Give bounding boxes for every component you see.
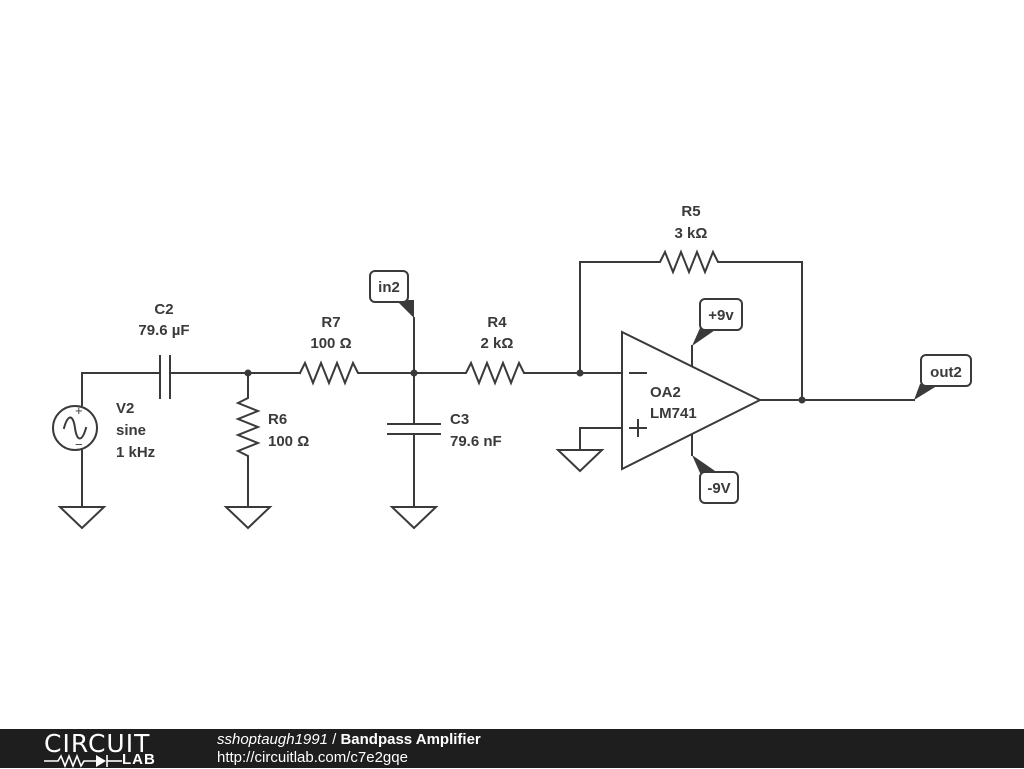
r7-value: 100 Ω [310,335,351,352]
out2-tag-label: out2 [930,364,962,381]
logo-resistor-diode-icon [44,753,122,769]
out2-tag-pointer [914,384,940,400]
out2-tag-box[interactable] [920,354,972,387]
circuit-url-link[interactable]: http://circuitlab.com/c7e2gqe [217,749,408,766]
logo-text-top: CIRCUIT [44,729,151,758]
c3-capacitor[interactable] [387,372,441,508]
v2-sine-source[interactable]: + − [52,372,98,508]
ground-symbol-r6 [223,506,273,530]
oa2-name: OA2 [650,384,681,401]
footer-url-line: http://circuitlab.com/c7e2gqe [217,749,408,767]
r7-resistor[interactable] [298,360,415,386]
c3-name: C3 [450,411,469,428]
in2-tag-box[interactable] [369,270,409,303]
r7-name: R7 [321,314,340,331]
wire-noninverting-ground [579,427,623,451]
c2-capacitor[interactable] [159,355,171,399]
in2-tag-pointer [396,300,414,318]
oa2-opamp[interactable] [579,330,763,471]
vneg-tag-box[interactable] [699,471,739,504]
title-separator: / [327,731,341,748]
junction-node-4 [798,396,806,404]
ground-symbol-opamp [555,449,605,473]
r4-value: 2 kΩ [481,335,514,352]
vneg-tag-label: -9V [707,480,730,497]
vpos-tag-label: +9v [708,307,734,324]
svg-text:−: − [75,437,83,452]
r4-name: R4 [487,314,507,331]
vneg-tag-pointer [692,455,718,473]
r5-name: R5 [681,203,700,220]
v2-name: V2 [116,400,134,417]
r4-resistor[interactable] [413,360,581,386]
c3-value: 79.6 nF [450,433,502,450]
r6-value: 100 Ω [268,433,309,450]
v2-type: sine [116,422,146,439]
svg-text:+: + [75,403,83,418]
ground-symbol-c3 [389,506,439,530]
vpos-tag-box[interactable] [699,298,743,331]
circuit-title: Bandpass Amplifier [340,731,481,748]
author-link[interactable]: sshoptaugh1991 [217,731,328,748]
r6-resistor[interactable] [235,372,261,508]
c2-value: 79.6 µF [138,322,189,339]
footer-title-line: sshoptaugh1991 / Bandpass Amplifier [217,731,481,749]
circuit-schematic: + − V2 sine 1 kHz C2 79.6 µF R6 100 Ω R7… [52,203,972,530]
r5-value: 3 kΩ [675,225,708,242]
logo-text-bottom: LAB [122,751,156,768]
r5-resistor[interactable] [579,249,803,401]
ground-symbol-v2 [57,506,107,530]
r6-name: R6 [268,411,287,428]
c2-name: C2 [154,301,173,318]
circuitlab-logo[interactable]: CIRCUIT LAB [44,729,174,769]
vpos-tag-pointer [692,328,718,346]
in2-tag-label: in2 [378,279,400,296]
footer-bar: CIRCUIT LAB sshoptaugh1991 / Bandpass Am… [0,729,1024,769]
oa2-part: LM741 [650,405,697,422]
v2-freq: 1 kHz [116,444,155,461]
